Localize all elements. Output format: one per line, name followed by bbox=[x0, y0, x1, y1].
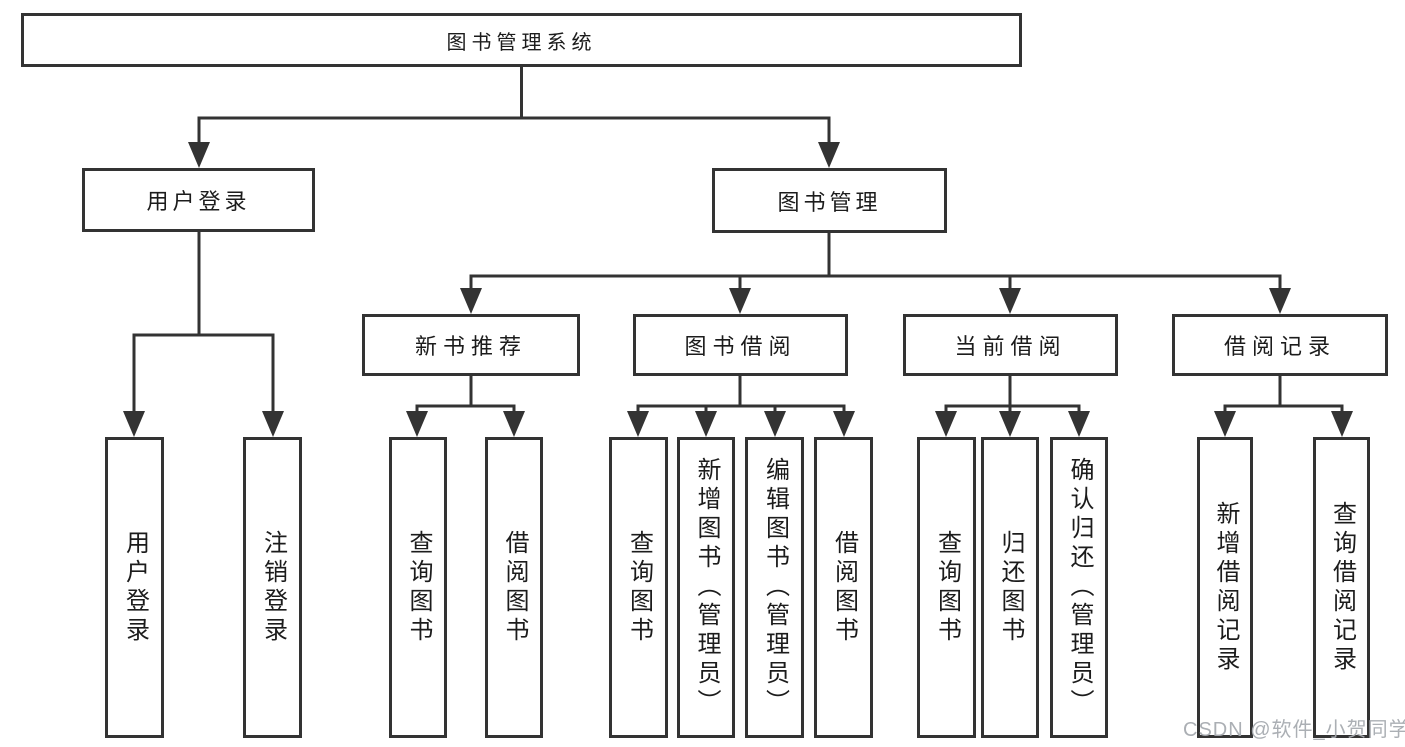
node-current-borrowing: 当前借阅 bbox=[903, 314, 1118, 376]
node-label: 图书管理系统 bbox=[446, 31, 597, 54]
node-library-management-system: 图书管理系统 bbox=[21, 13, 1022, 67]
node-label: 当前借阅 bbox=[954, 334, 1067, 359]
leaf-borrow-books: 借阅图书 bbox=[814, 437, 873, 738]
node-label: 借阅图书 bbox=[501, 529, 528, 646]
node-new-book-recommendation: 新书推荐 bbox=[362, 314, 580, 376]
leaf-user-login: 用户登录 bbox=[105, 437, 164, 738]
leaf-recommend-query-books: 查询图书 bbox=[389, 437, 447, 738]
node-label: 新书推荐 bbox=[414, 334, 527, 359]
leaf-edit-books-admin: 编辑图书（管理员） bbox=[745, 437, 804, 738]
node-borrowing-records: 借阅记录 bbox=[1172, 314, 1388, 376]
leaf-confirm-return-admin: 确认归还（管理员） bbox=[1050, 437, 1108, 738]
leaf-borrow-query-books: 查询图书 bbox=[609, 437, 668, 738]
node-label: 新增图书（管理员） bbox=[693, 457, 720, 718]
node-label: 借阅图书 bbox=[830, 529, 858, 646]
node-label: 查询图书 bbox=[933, 529, 961, 646]
node-label: 查询图书 bbox=[625, 529, 653, 646]
csdn-watermark: CSDN @软件_小贺同学 bbox=[1183, 719, 1405, 741]
node-label: 图书管理 bbox=[777, 189, 882, 215]
leaf-logout: 注销登录 bbox=[243, 437, 302, 738]
leaf-add-borrow-record: 新增借阅记录 bbox=[1197, 437, 1253, 738]
node-label: 图书借阅 bbox=[684, 334, 797, 359]
leaf-return-books: 归还图书 bbox=[981, 437, 1039, 738]
node-label: 确认归还（管理员） bbox=[1066, 457, 1093, 718]
leaf-query-borrow-record: 查询借阅记录 bbox=[1313, 437, 1370, 738]
node-label: 借阅记录 bbox=[1223, 334, 1336, 359]
node-label: 注销登录 bbox=[259, 529, 287, 646]
node-book-management: 图书管理 bbox=[712, 168, 947, 233]
leaf-current-query-books: 查询图书 bbox=[917, 437, 976, 738]
node-label: 用户登录 bbox=[121, 529, 149, 646]
node-book-borrowing: 图书借阅 bbox=[633, 314, 848, 376]
node-label: 查询借阅记录 bbox=[1328, 500, 1356, 675]
node-user-login: 用户登录 bbox=[82, 168, 315, 232]
node-label: 查询图书 bbox=[405, 529, 432, 646]
node-label: 归还图书 bbox=[997, 529, 1024, 646]
node-label: 新增借阅记录 bbox=[1212, 500, 1239, 675]
leaf-recommend-borrow-books: 借阅图书 bbox=[485, 437, 543, 738]
node-label: 编辑图书（管理员） bbox=[761, 457, 789, 718]
leaf-add-books-admin: 新增图书（管理员） bbox=[677, 437, 735, 738]
node-label: 用户登录 bbox=[146, 189, 251, 214]
